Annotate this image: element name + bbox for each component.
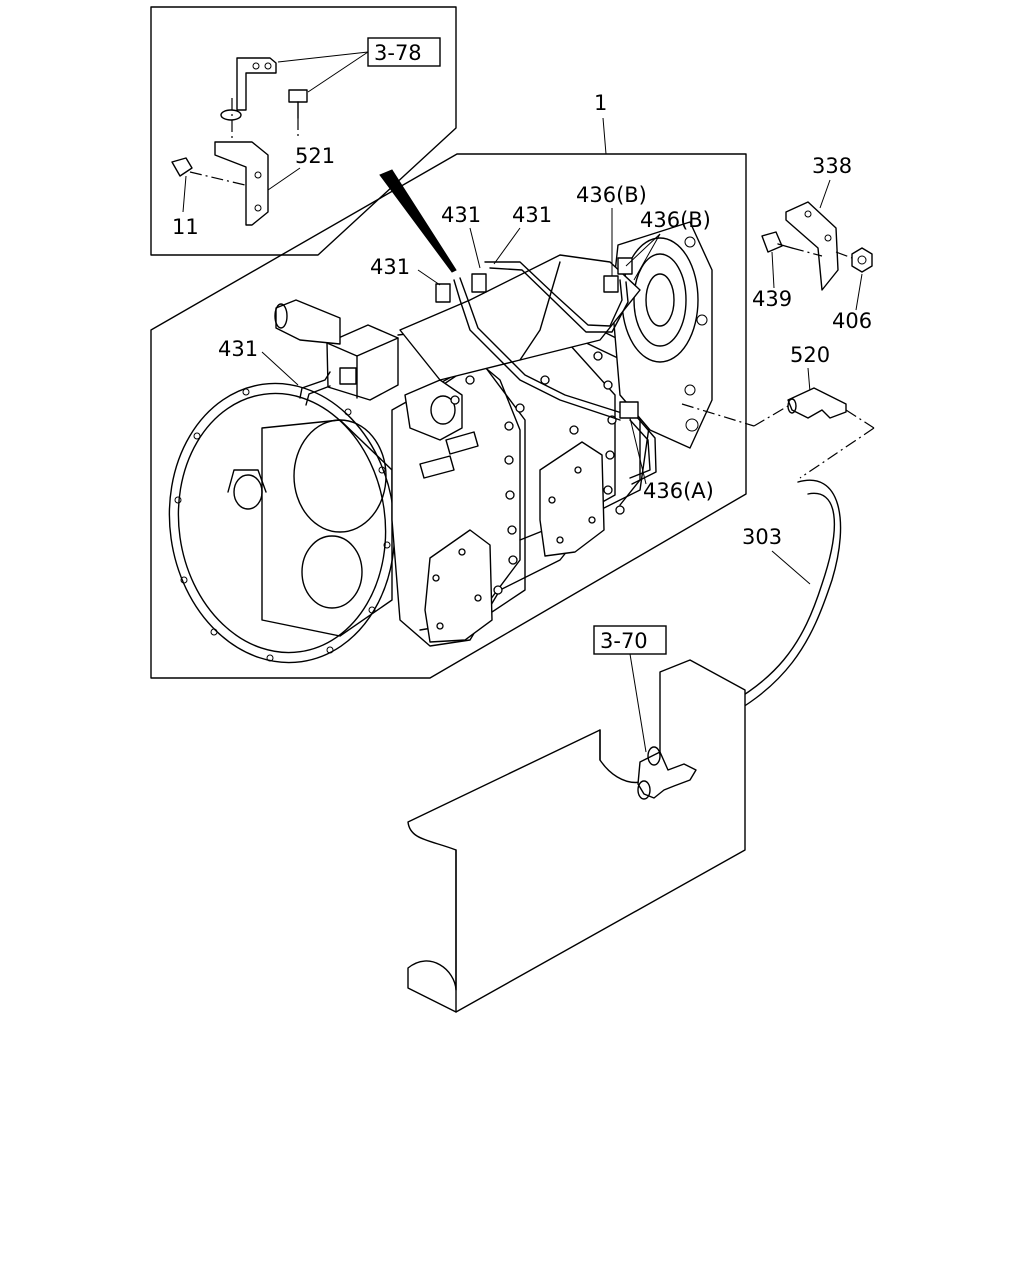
callout-431-d: 431 [218,337,258,361]
elbow-fitting-520 [787,387,847,419]
bell-housing-flange [168,382,396,664]
connector-shaft [275,299,341,345]
callout-436b-1: 436(B) [576,183,647,207]
air-pipes [299,261,657,485]
inset-panel: 3-78 521 11 [150,6,457,256]
hose-303 [699,479,842,731]
callout-3-78: 3-78 [374,41,422,65]
callout-436a: 436(A) [643,479,714,503]
housing-opening-upper [293,419,387,533]
callout-1: 1 [594,91,607,115]
callout-439: 439 [752,287,792,311]
callout-11: 11 [172,215,199,239]
callout-520: 520 [790,343,830,367]
air-cylinder [404,379,463,441]
callout-3-70: 3-70 [600,629,648,653]
bolt-439 [761,231,783,253]
transmission-panel: 1 431 431 431 431 436(B) 436(B) 436(A) [150,91,747,679]
frame-rail-group: 3-70 [407,625,746,1013]
callout-431-a: 431 [441,203,481,227]
case-bolts [432,351,625,630]
inset-bolt [288,89,308,103]
frame-rail [407,659,746,1013]
lower-cover-plate [424,529,493,643]
callout-303: 303 [742,525,782,549]
callout-521: 521 [295,144,335,168]
bracket-521 [214,141,269,226]
fitting-hose-group: 520 303 [681,343,875,741]
top-housing [399,254,641,381]
callout-431-b: 431 [512,203,552,227]
callout-436b-2: 436(B) [640,208,711,232]
callout-431-c: 431 [370,255,410,279]
callout-338: 338 [812,154,852,178]
upper-bracket [236,57,277,111]
washer [220,109,242,121]
housing-opening-lower [301,535,363,609]
callout-406: 406 [832,309,872,333]
bracket-338 [785,201,839,291]
flange-bolt-holes [174,388,391,662]
mid-cover-plate [539,441,605,557]
bolt-11 [171,157,193,177]
nut-406 [851,247,873,273]
bracket-338-group: 338 439 406 [752,154,873,333]
tee-fitting [637,751,697,799]
